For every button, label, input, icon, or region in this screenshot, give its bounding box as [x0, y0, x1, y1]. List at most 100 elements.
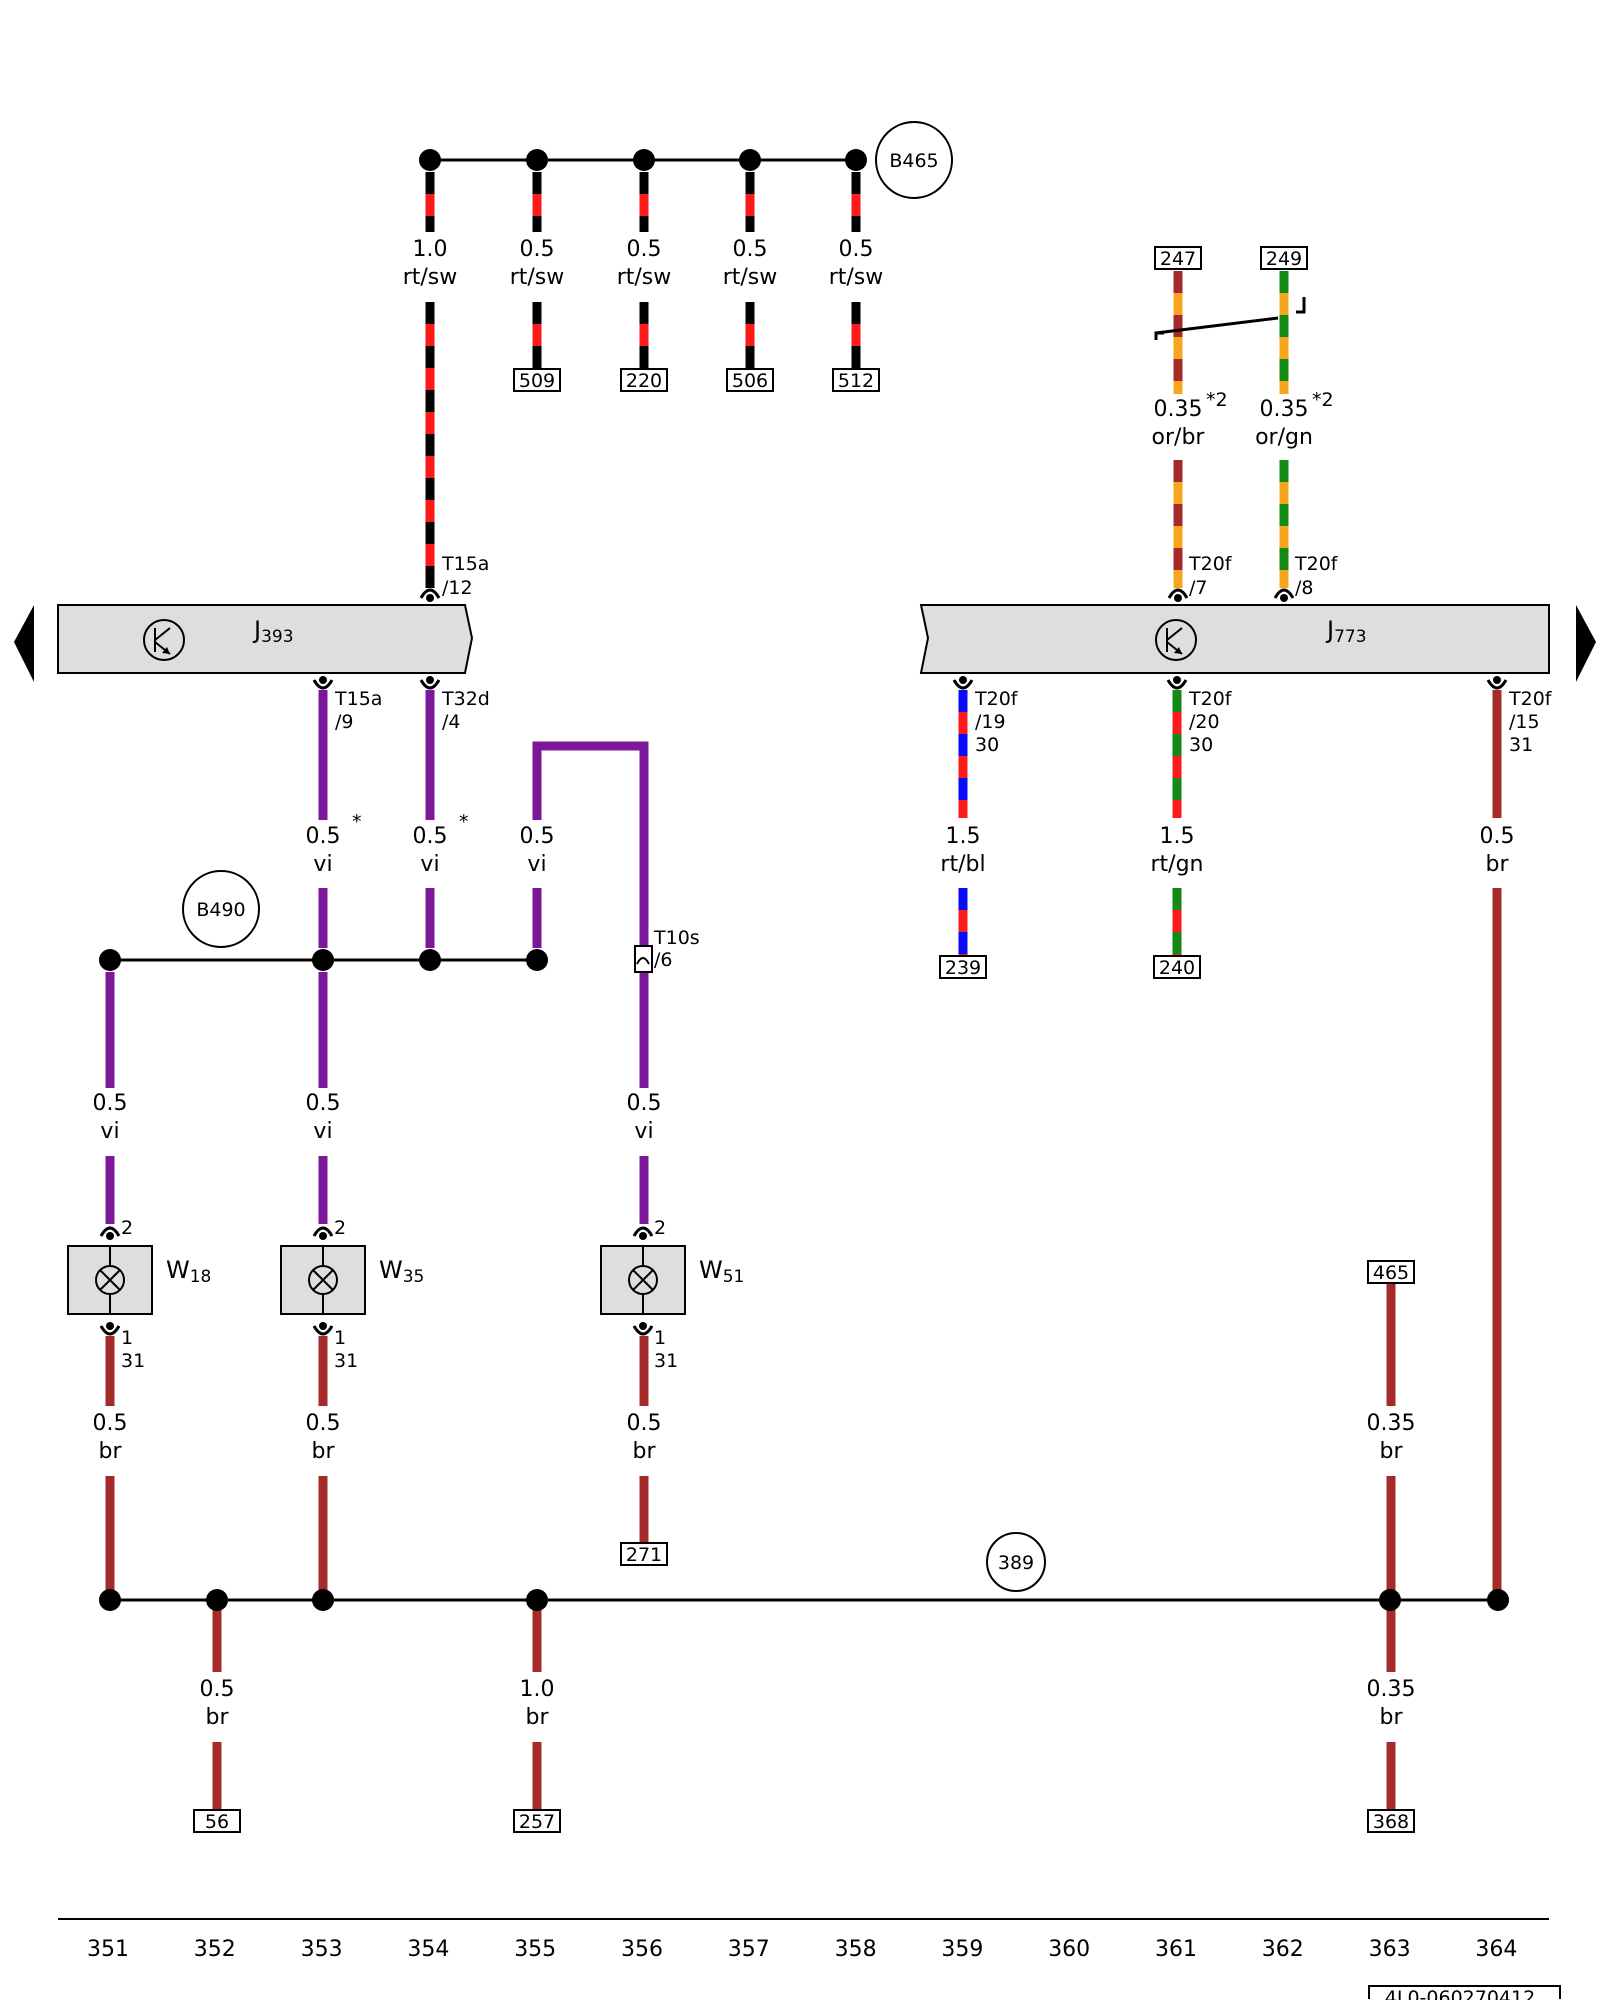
track-number: 364: [1475, 1937, 1517, 1962]
ref-box-506[interactable]: 506: [726, 368, 774, 392]
pin-connector-icon: [419, 676, 441, 690]
pin-connector-icon: [99, 1322, 121, 1336]
lamp-w35[interactable]: W35: [280, 1245, 424, 1315]
wire-footnote: *: [459, 811, 469, 833]
connector-label: 31: [1509, 734, 1533, 756]
ref-box-249[interactable]: 249: [1260, 246, 1308, 270]
wire-size: 0.5: [520, 237, 555, 262]
pin-connector-icon: [99, 1226, 121, 1240]
pin-connector-icon: [632, 1322, 654, 1336]
ref-box-465[interactable]: 465: [1367, 1260, 1415, 1284]
track-number: 352: [194, 1937, 236, 1962]
wire-size: 0.5: [627, 1091, 662, 1116]
connector-label: 30: [975, 734, 999, 756]
ref-box-240[interactable]: 240: [1153, 955, 1201, 979]
wire-color-code: br: [205, 1705, 229, 1730]
wire-color-code: br: [632, 1439, 656, 1464]
control-unit-j393[interactable]: J393: [57, 604, 474, 674]
wire-color-code: vi: [100, 1119, 119, 1144]
wire-footnote: *2: [1312, 389, 1334, 411]
pin-label: 31: [334, 1350, 358, 1372]
wire-size: 1.5: [946, 824, 981, 849]
connector-label: T10s: [653, 927, 700, 949]
ref-box-368[interactable]: 368: [1367, 1809, 1415, 1833]
wire-footnote: *2: [1206, 389, 1228, 411]
previous-page-arrow-icon[interactable]: [14, 605, 34, 682]
ref-box-271[interactable]: 271: [620, 1542, 668, 1566]
ref-box-label: 512: [838, 370, 874, 392]
lamp-w51[interactable]: W51: [600, 1245, 744, 1315]
track-number: 354: [407, 1937, 449, 1962]
wire-size: 0.5: [200, 1677, 235, 1702]
connector-label: /20: [1189, 711, 1220, 733]
circle-ref-389[interactable]: 389: [986, 1532, 1046, 1592]
splice-dot: [312, 949, 334, 971]
wire-segment[interactable]: [532, 741, 649, 946]
ref-box-56[interactable]: 56: [193, 1809, 241, 1833]
track-number: 360: [1048, 1937, 1090, 1962]
wire-color-code: br: [311, 1439, 335, 1464]
circle-ref-label: B490: [196, 899, 245, 921]
next-page-arrow-icon[interactable]: [1576, 605, 1596, 682]
splice-dot: [526, 1589, 548, 1611]
connector-label: T20f: [1188, 688, 1233, 710]
lamp-w18[interactable]: W18: [67, 1245, 211, 1315]
control-unit-j773[interactable]: J773: [919, 604, 1550, 674]
pin-label: 1: [334, 1327, 346, 1349]
ref-box-509[interactable]: 509: [513, 368, 561, 392]
circle-ref-b465[interactable]: B465: [875, 121, 953, 199]
splice-dots: [99, 149, 1509, 1611]
ref-box-label: 465: [1373, 1262, 1409, 1284]
ref-box-220[interactable]: 220: [620, 368, 668, 392]
pin-connector-icon: [632, 1226, 654, 1240]
ref-box-239[interactable]: 239: [939, 955, 987, 979]
wire-size: 0.35: [1260, 397, 1309, 422]
splice-lines: [110, 158, 1498, 1602]
ref-box-label: 506: [732, 370, 768, 392]
wire-color-code: br: [525, 1705, 549, 1730]
circle-ref-label: B465: [889, 150, 938, 172]
transistor-icon: [143, 619, 185, 661]
pin-label: 1: [654, 1327, 666, 1349]
wire-size: 1.5: [1160, 824, 1195, 849]
pin-connector-icon: [1167, 588, 1189, 602]
wire-color-code: rt/sw: [723, 265, 778, 290]
splice-dot: [845, 149, 867, 171]
ref-box-512[interactable]: 512: [832, 368, 880, 392]
ref-box-label: 247: [1160, 248, 1196, 270]
ref-box-257[interactable]: 257: [513, 1809, 561, 1833]
splice-dot: [419, 149, 441, 171]
ref-box-247[interactable]: 247: [1154, 246, 1202, 270]
wire-footnote: *: [352, 811, 362, 833]
pin-connector-icon: [312, 1226, 334, 1240]
circle-ref-b490[interactable]: B490: [182, 870, 260, 948]
splice-dot: [1379, 1589, 1401, 1611]
pin-label: 2: [121, 1217, 133, 1239]
track-number: 355: [514, 1937, 556, 1962]
connector-label: /15: [1509, 711, 1540, 733]
wire-color-code: vi: [313, 852, 332, 877]
pin-connector-icon: [312, 676, 334, 690]
ref-box-label: 240: [1159, 957, 1195, 979]
wire-color-code: br: [1379, 1705, 1403, 1730]
pin-connector-icon: [1486, 676, 1508, 690]
ref-box-label: 271: [626, 1544, 662, 1566]
wire-size: 0.5: [413, 824, 448, 849]
connector-label: /4: [442, 711, 461, 733]
pin-connector-icon: [1273, 588, 1295, 602]
track-number: 359: [941, 1937, 983, 1962]
wire-color-code: vi: [313, 1119, 332, 1144]
track-number: 357: [728, 1937, 770, 1962]
splice-dot: [739, 149, 761, 171]
wire-size: 1.0: [520, 1677, 555, 1702]
ref-box-label: 509: [519, 370, 555, 392]
wire-labels: 1.0 rt/sw 0.5 rt/sw 0.5 rt/sw 0.5 rt/sw …: [93, 237, 1515, 1730]
reference-boxes: 509 220 506 512 247 249 239 240 271 465 …: [193, 246, 1415, 1833]
connector-label: /12: [442, 577, 473, 599]
pin-connector-icon: [312, 1322, 334, 1336]
connector-label: /7: [1189, 577, 1208, 599]
component-label-w18: W18: [166, 1256, 211, 1287]
circle-ref-label: 389: [998, 1552, 1034, 1574]
wire-size: 0.5: [520, 824, 555, 849]
